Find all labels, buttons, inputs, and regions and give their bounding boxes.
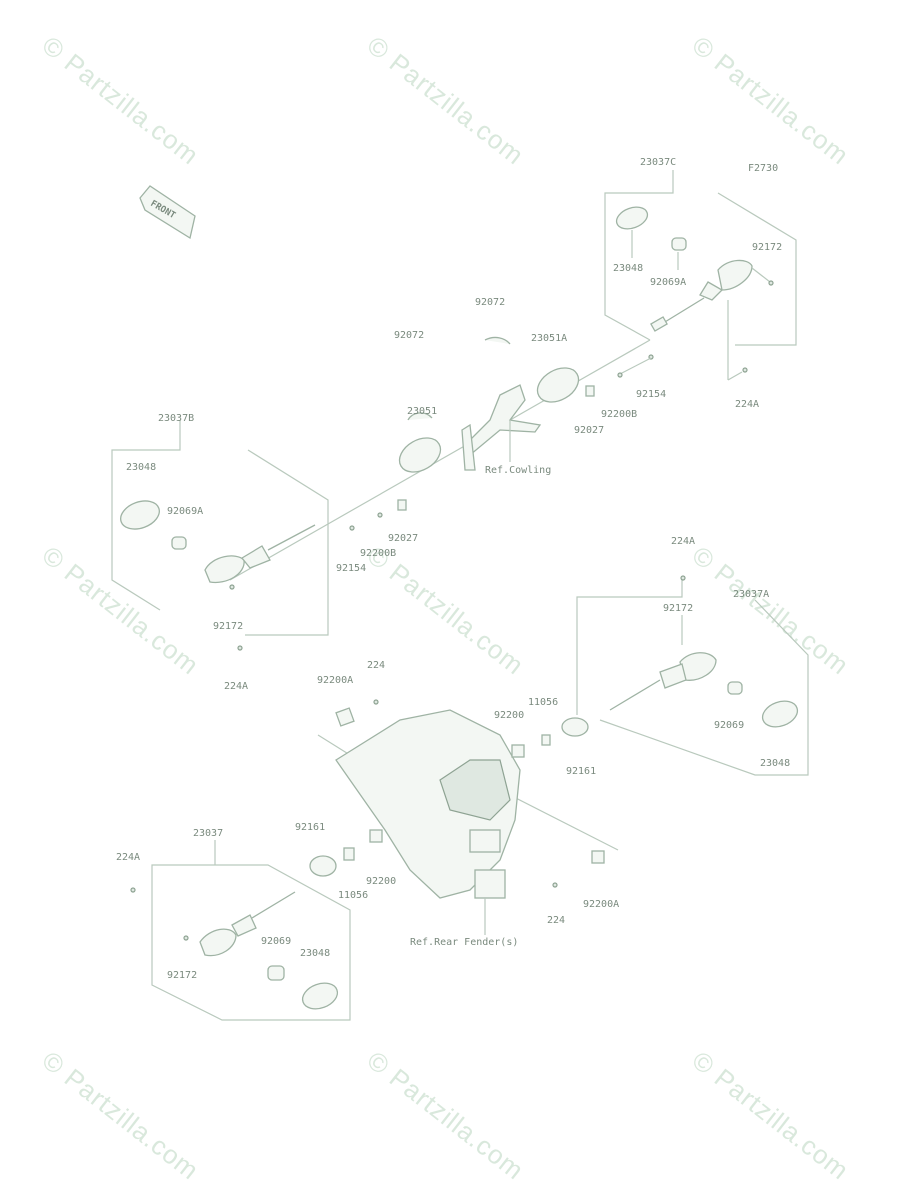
part-label-23048-lower: 23048 [300, 948, 330, 959]
part-label-92069-right: 92069 [714, 720, 744, 731]
part-label-23037a: 23037A [733, 589, 769, 600]
part-label-92200a-upper: 92200A [317, 675, 353, 686]
part-label-92172-right: 92172 [663, 603, 693, 614]
part-label-11056-lower: 11056 [338, 890, 368, 901]
part-label-23048-left: 23048 [126, 462, 156, 473]
part-label-92200-lower: 92200 [366, 876, 396, 887]
assembly-group-23037a: 224A 92172 23037A 92069 23048 [576, 536, 809, 776]
front-arrow-icon: FRONT [139, 185, 196, 240]
part-label-92154-upper: 92154 [636, 389, 666, 400]
part-label-23037c: 23037C [640, 157, 676, 168]
part-label-92161-upper: 92161 [566, 766, 596, 777]
part-label-92154-lower: 92154 [336, 563, 366, 574]
part-label-11056-upper: 11056 [528, 697, 558, 708]
part-label-92069a-left: 92069A [167, 506, 203, 517]
central-stay: 92154 92200B 92027 23051A 92072 92072 23… [229, 297, 666, 581]
part-label-92069-lower: 92069 [261, 936, 291, 947]
part-label-23051a: 23051A [531, 333, 567, 344]
part-label-224-upper: 224 [367, 660, 385, 671]
assembly-group-23037: 23037 224A 92161 11056 92200 92069 23048… [116, 822, 396, 1021]
figure-code: F2730 [748, 163, 778, 174]
part-label-92172-lower: 92172 [167, 970, 197, 981]
part-label-92027-lower: 92027 [388, 533, 418, 544]
part-label-92161-lower: 92161 [295, 822, 325, 833]
part-label-92027-upper: 92027 [574, 425, 604, 436]
part-label-224a-lower: 224A [116, 852, 140, 863]
part-label-224-lower: 224 [547, 915, 565, 926]
part-label-23051: 23051 [407, 406, 437, 417]
rear-fender-assembly: 92200A 224 11056 92200 92161 224 92200A … [317, 660, 619, 948]
part-label-23037: 23037 [193, 828, 223, 839]
assembly-group-23037c: 23037C 23048 92069A 92172 224A [604, 157, 797, 410]
part-label-92069a: 92069A [650, 277, 686, 288]
part-label-92200b-lower: 92200B [360, 548, 396, 559]
part-label-224a-left: 224A [224, 681, 248, 692]
part-label-92200-upper: 92200 [494, 710, 524, 721]
ref-cowling-label: Ref.Cowling [485, 465, 551, 476]
part-label-23048: 23048 [613, 263, 643, 274]
part-label-92172: 92172 [752, 242, 782, 253]
part-label-224a: 224A [735, 399, 759, 410]
part-label-23048-right: 23048 [760, 758, 790, 769]
part-label-23037b: 23037B [158, 413, 194, 424]
part-label-92172-left: 92172 [213, 621, 243, 632]
part-label-92072-left: 92072 [394, 330, 424, 341]
part-label-92200b-upper: 92200B [601, 409, 637, 420]
part-label-224a-right: 224A [671, 536, 695, 547]
ref-rear-fender-label: Ref.Rear Fender(s) [410, 937, 518, 948]
part-label-92072-right: 92072 [475, 297, 505, 308]
part-label-92200a-lower: 92200A [583, 899, 619, 910]
assembly-group-23037b: 23037B 23048 92069A 92154 92200B 92027 9… [111, 413, 418, 692]
